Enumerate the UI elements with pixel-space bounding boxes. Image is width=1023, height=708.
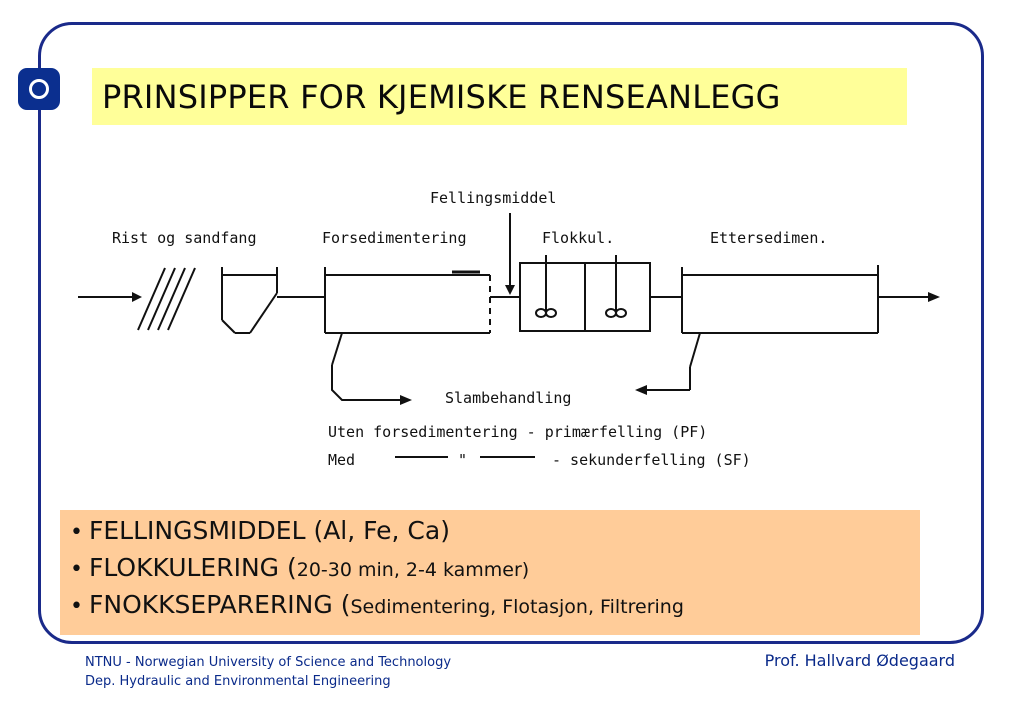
pre-sedimentation-tank bbox=[324, 267, 491, 366]
grit-chamber bbox=[221, 267, 278, 334]
screen-hatch-icon bbox=[137, 267, 196, 331]
bullet-item: • FNOKKSEPARERING ( Sedimentering, Flota… bbox=[70, 590, 684, 619]
bullet-detail: 20-30 min, 2-4 kammer) bbox=[296, 559, 530, 581]
footer-line-1: NTNU - Norwegian University of Science a… bbox=[85, 655, 452, 670]
legend-line-1: Uten forsedimentering - primærfelling (P… bbox=[328, 423, 707, 441]
inlet-arrow-icon bbox=[132, 292, 142, 302]
bullet-item: • FELLINGSMIDDEL (Al, Fe, Ca) bbox=[70, 516, 450, 545]
outlet-arrow-icon bbox=[928, 292, 940, 302]
slide-title-text: PRINSIPPER FOR KJEMISKE RENSEANLEGG bbox=[102, 77, 781, 116]
final-sedimentation-tank bbox=[681, 265, 879, 368]
label-ettersedimen: Ettersedimen. bbox=[710, 229, 827, 247]
label-rist: Rist og sandfang bbox=[112, 229, 257, 247]
bullet-detail: Sedimentering, Flotasjon, Filtrering bbox=[350, 596, 684, 618]
bullet-main: FELLINGSMIDDEL (Al, Fe, Ca) bbox=[88, 516, 450, 545]
chemical-arrow-icon bbox=[505, 285, 515, 295]
sludge-arrow-left-icon bbox=[400, 395, 412, 405]
legend-line-2-med: Med bbox=[328, 451, 355, 469]
label-slambehandling: Slambehandling bbox=[445, 389, 571, 407]
slide-frame bbox=[38, 22, 984, 644]
flocculation-tank bbox=[519, 255, 651, 332]
label-fellingsmiddel: Fellingsmiddel bbox=[430, 189, 556, 207]
footer-institution: NTNU - Norwegian University of Science a… bbox=[85, 653, 451, 691]
legend-line-2-sf: - sekunderfelling (SF) bbox=[552, 451, 751, 469]
bullet-main: FNOKKSEPARERING ( bbox=[88, 590, 351, 619]
bullet-list: • FELLINGSMIDDEL (Al, Fe, Ca) • FLOKKULE… bbox=[60, 510, 920, 635]
ntnu-logo-icon bbox=[18, 68, 60, 110]
legend-line-2-mark: " bbox=[458, 451, 467, 469]
sludge-line-left bbox=[331, 365, 400, 401]
sludge-arrow-right-icon bbox=[635, 385, 647, 395]
label-flokkul: Flokkul. bbox=[542, 229, 614, 247]
process-diagram: Rist og sandfang Forsedimentering Fellin… bbox=[78, 189, 940, 469]
slide-title: PRINSIPPER FOR KJEMISKE RENSEANLEGG bbox=[92, 68, 907, 125]
footer-author: Prof. Hallvard Ødegaard bbox=[764, 651, 955, 670]
footer-line-2: Dep. Hydraulic and Environmental Enginee… bbox=[85, 674, 391, 689]
label-forsedimentering: Forsedimentering bbox=[322, 229, 467, 247]
bullet-item: • FLOKKULERING ( 20-30 min, 2-4 kammer) bbox=[70, 553, 530, 582]
bullet-main: FLOKKULERING ( bbox=[88, 553, 297, 582]
